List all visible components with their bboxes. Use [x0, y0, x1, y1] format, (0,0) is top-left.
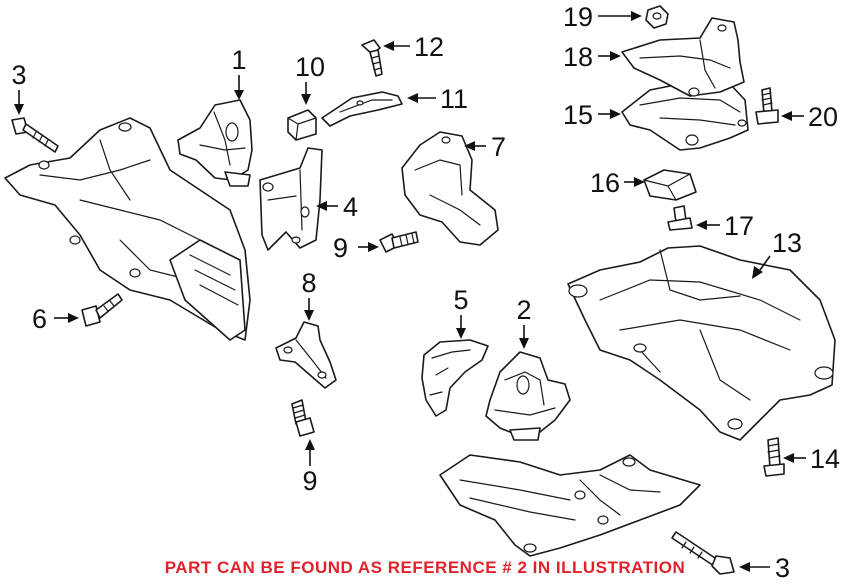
footer-note: PART CAN BE FOUND AS REFERENCE # 2 IN IL…: [164, 558, 686, 577]
part-11-cover: [321, 91, 403, 127]
callout-13: 13: [772, 228, 802, 258]
callout-12: 12: [414, 32, 444, 62]
part-7-bracket: [401, 131, 499, 246]
callout-6: 6: [32, 304, 47, 334]
part-16-block: [643, 169, 697, 201]
part-9-bolt-upper: [379, 231, 419, 253]
part-19-nut: [645, 5, 669, 29]
part-10-pad: [287, 109, 317, 141]
callout-17: 17: [724, 211, 754, 241]
left-subframe: [4, 117, 251, 341]
callout-3-lower: 3: [775, 553, 790, 583]
part-9-bolt-lower: [291, 399, 315, 437]
callout-8: 8: [301, 268, 316, 298]
part-3-bolt-lower: [671, 531, 735, 575]
part-20-bolt: [755, 87, 779, 125]
callout-18: 18: [563, 42, 593, 72]
callout-11: 11: [440, 84, 468, 114]
callout-9-upper: 9: [333, 233, 348, 263]
callout-14: 14: [810, 444, 840, 474]
callout-20: 20: [808, 102, 838, 132]
part-8-bracket: [275, 321, 337, 389]
callout-labels: 1 2 3 3 4 5 6 7 8 9 9 10 11 12 13 14 15 …: [11, 2, 840, 583]
callout-10: 10: [295, 52, 325, 82]
part-2-transmission-mount: [485, 351, 571, 441]
lower-subframe: [439, 454, 701, 557]
part-6-bolt: [81, 293, 123, 327]
callout-19: 19: [563, 2, 593, 32]
leader-lines: [14, 11, 806, 572]
callout-5: 5: [453, 285, 468, 315]
callout-15: 15: [563, 100, 593, 130]
callout-9-lower: 9: [302, 466, 317, 496]
part-3-bolt-upper: [11, 117, 59, 153]
part-12-bolt: [361, 39, 383, 77]
part-4-bracket: [259, 147, 323, 251]
callout-3-upper: 3: [11, 60, 26, 90]
part-14-bolt: [763, 437, 785, 477]
part-13-subframe: [567, 245, 836, 441]
callout-4: 4: [343, 192, 358, 222]
part-1-engine-mount: [177, 99, 253, 187]
part-5-shield: [421, 339, 489, 417]
part-17-bolt: [667, 205, 693, 231]
callout-1: 1: [231, 45, 246, 75]
callout-16: 16: [590, 168, 620, 198]
callout-7: 7: [491, 132, 506, 162]
part-18-bracket: [621, 17, 745, 97]
callout-2: 2: [516, 295, 531, 325]
